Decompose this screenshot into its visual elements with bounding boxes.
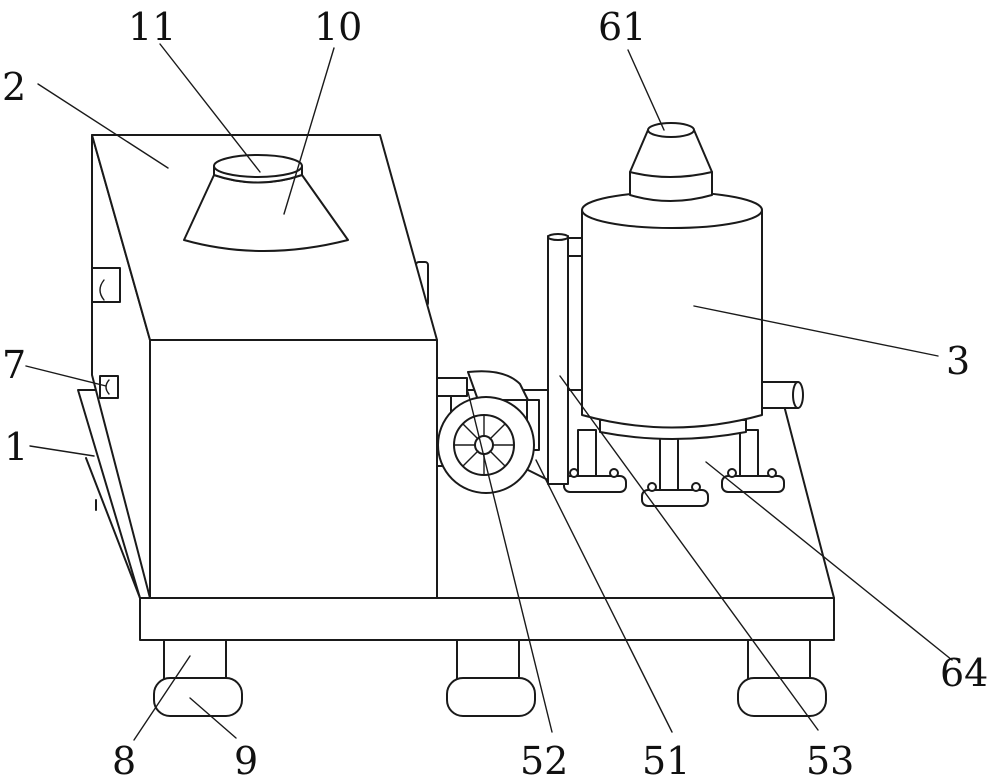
impeller-blades [453, 414, 515, 476]
reference-labels: 2 11 10 61 3 7 1 8 9 52 51 53 64 [2, 5, 988, 781]
label-53: 53 [806, 739, 854, 781]
label-1: 1 [4, 425, 28, 469]
label-7: 7 [2, 343, 26, 387]
inlet-cone [183, 154, 349, 252]
label-11: 11 [128, 5, 176, 49]
label-61: 61 [598, 5, 646, 49]
label-9: 9 [234, 739, 258, 781]
blower [436, 370, 549, 494]
label-52: 52 [520, 739, 568, 781]
label-10: 10 [314, 5, 362, 49]
tank-assembly [563, 122, 804, 507]
label-3: 3 [946, 339, 970, 383]
label-64: 64 [940, 651, 988, 695]
vertical-pipe [547, 233, 583, 485]
label-2: 2 [2, 65, 26, 109]
label-51: 51 [642, 739, 690, 781]
housing [85, 134, 438, 599]
label-8: 8 [112, 739, 136, 781]
legs [153, 639, 827, 717]
leader-lines [25, 43, 953, 741]
